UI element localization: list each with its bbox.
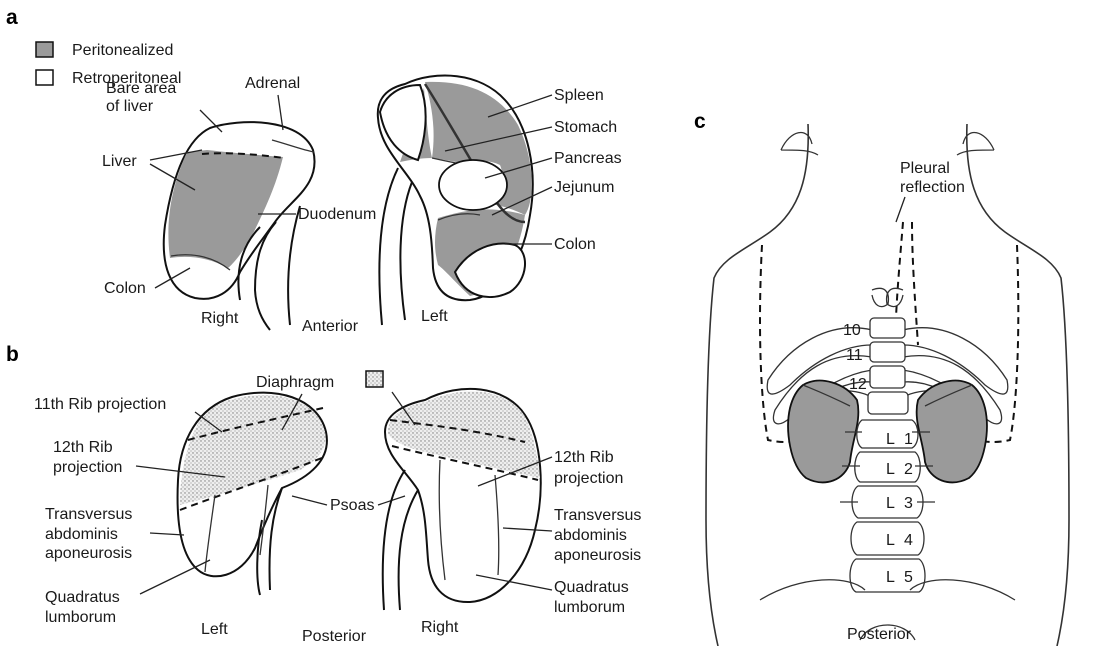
label-ql-right-1: Quadratus	[554, 579, 629, 596]
label-colon-left: Colon	[554, 236, 596, 253]
panel-b: b 11th Rib projection Diaphragm 12th Rib…	[6, 343, 641, 645]
rib-label-11: 11	[846, 347, 863, 364]
label-adrenal: Adrenal	[245, 75, 300, 92]
vertebra-number-l3: 3	[904, 495, 913, 512]
label-11th-rib: 11th Rib projection	[34, 396, 166, 413]
label-stomach: Stomach	[554, 119, 617, 136]
panel-a: a Peritonealized Retroperitoneal Bare ar…	[6, 6, 622, 335]
label-spleen: Spleen	[554, 87, 604, 104]
label-ta-right-1: Transversus	[554, 507, 641, 524]
label-12th-rib-left-2: projection	[53, 459, 122, 476]
label-liver: Liver	[102, 153, 137, 170]
label-pleural-2: reflection	[900, 179, 965, 196]
label-psoas: Psoas	[330, 497, 374, 514]
legend-diaphragm-swatch	[366, 371, 383, 387]
caption-anterior: Anterior	[302, 318, 359, 335]
label-pancreas: Pancreas	[554, 150, 622, 167]
label-diaphragm: Diaphragm	[256, 374, 334, 391]
label-ql-right-2: lumborum	[554, 599, 625, 616]
legend-retroperitoneal-swatch	[36, 70, 53, 85]
right-kidney-posterior	[383, 389, 541, 610]
vertebra-number-l4: 4	[904, 532, 913, 549]
label-ql-left-2: lumborum	[45, 609, 116, 626]
left-kidney-anterior	[378, 76, 533, 325]
vertebra-letter-l5: L	[886, 569, 895, 586]
label-colon-right: Colon	[104, 280, 146, 297]
label-ql-left-1: Quadratus	[45, 589, 120, 606]
panel-b-letter: b	[6, 343, 19, 366]
label-ta-left-2: abdominis	[45, 526, 118, 543]
caption-right-anterior: Right	[201, 310, 239, 327]
panel-c: c	[694, 110, 1069, 646]
label-jejunum: Jejunum	[554, 179, 614, 196]
label-12th-rib-right-1: 12th Rib	[554, 449, 614, 466]
panel-a-letter: a	[6, 6, 18, 29]
label-ta-right-3: aponeurosis	[554, 547, 641, 564]
vertebra-letter-l2: L	[886, 461, 895, 478]
vertebra-letter-l4: L	[886, 532, 895, 549]
rib-label-10: 10	[843, 322, 861, 339]
vertebra-number-l1: 1	[904, 431, 913, 448]
caption-right-posterior: Right	[421, 619, 459, 636]
legend-peritonealized-label: Peritonealized	[72, 42, 173, 59]
label-ta-left-1: Transversus	[45, 506, 132, 523]
label-bare-area-1: Bare area	[106, 80, 176, 97]
label-12th-rib-left-1: 12th Rib	[53, 439, 113, 456]
caption-posterior-b: Posterior	[302, 628, 367, 645]
label-duodenum: Duodenum	[298, 206, 376, 223]
vertebra-number-l5: 5	[904, 569, 913, 586]
vertebra-letter-l3: L	[886, 495, 895, 512]
caption-left-posterior: Left	[201, 621, 228, 638]
caption-posterior-c: Posterior	[847, 626, 912, 643]
label-ta-right-2: abdominis	[554, 527, 627, 544]
legend-peritonealized-swatch	[36, 42, 53, 57]
rib-label-12: 12	[849, 376, 867, 393]
vertebra-letter-l1: L	[886, 431, 895, 448]
label-ta-left-3: aponeurosis	[45, 545, 132, 562]
label-12th-rib-right-2: projection	[554, 470, 623, 487]
caption-left-anterior: Left	[421, 308, 448, 325]
panel-c-letter: c	[694, 110, 706, 133]
label-pleural-1: Pleural	[900, 160, 950, 177]
label-bare-area-2: of liver	[106, 98, 154, 115]
vertebra-number-l2: 2	[904, 461, 913, 478]
